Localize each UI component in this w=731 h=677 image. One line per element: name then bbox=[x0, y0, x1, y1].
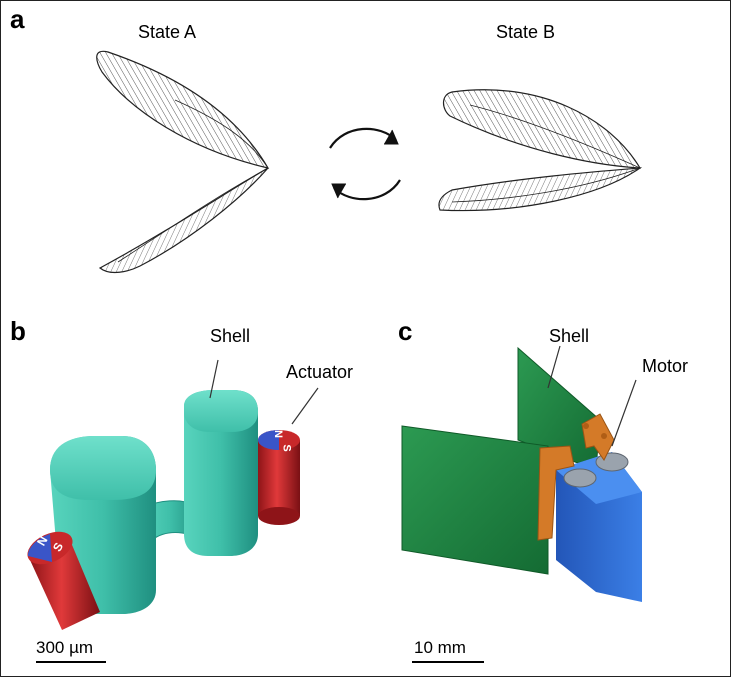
panel-b-letter: b bbox=[10, 316, 26, 346]
actuator-label: Actuator bbox=[286, 362, 354, 382]
magnet-right-south: S bbox=[280, 444, 293, 452]
state-b-label: State B bbox=[496, 22, 556, 42]
state-a-label: State A bbox=[138, 22, 197, 42]
shell-state-a bbox=[96, 50, 270, 274]
scale-bar-c bbox=[412, 661, 484, 663]
scale-label-b: 300 µm bbox=[36, 638, 94, 657]
shell-state-b bbox=[438, 89, 643, 212]
shell-label-b: Shell bbox=[210, 326, 251, 346]
microrobot-model bbox=[27, 390, 300, 630]
macro-model bbox=[401, 346, 642, 602]
motor-label: Motor bbox=[642, 356, 689, 376]
scale-bar-b bbox=[36, 661, 106, 663]
leader-lines bbox=[209, 345, 637, 447]
magnet-right-north: N bbox=[271, 430, 284, 438]
panel-c-letter: c bbox=[398, 316, 413, 346]
panel-a-letter: a bbox=[10, 4, 25, 34]
shell-label-c: Shell bbox=[549, 326, 590, 346]
scale-label-c: 10 mm bbox=[414, 638, 466, 657]
cycle-arrows bbox=[329, 127, 401, 201]
